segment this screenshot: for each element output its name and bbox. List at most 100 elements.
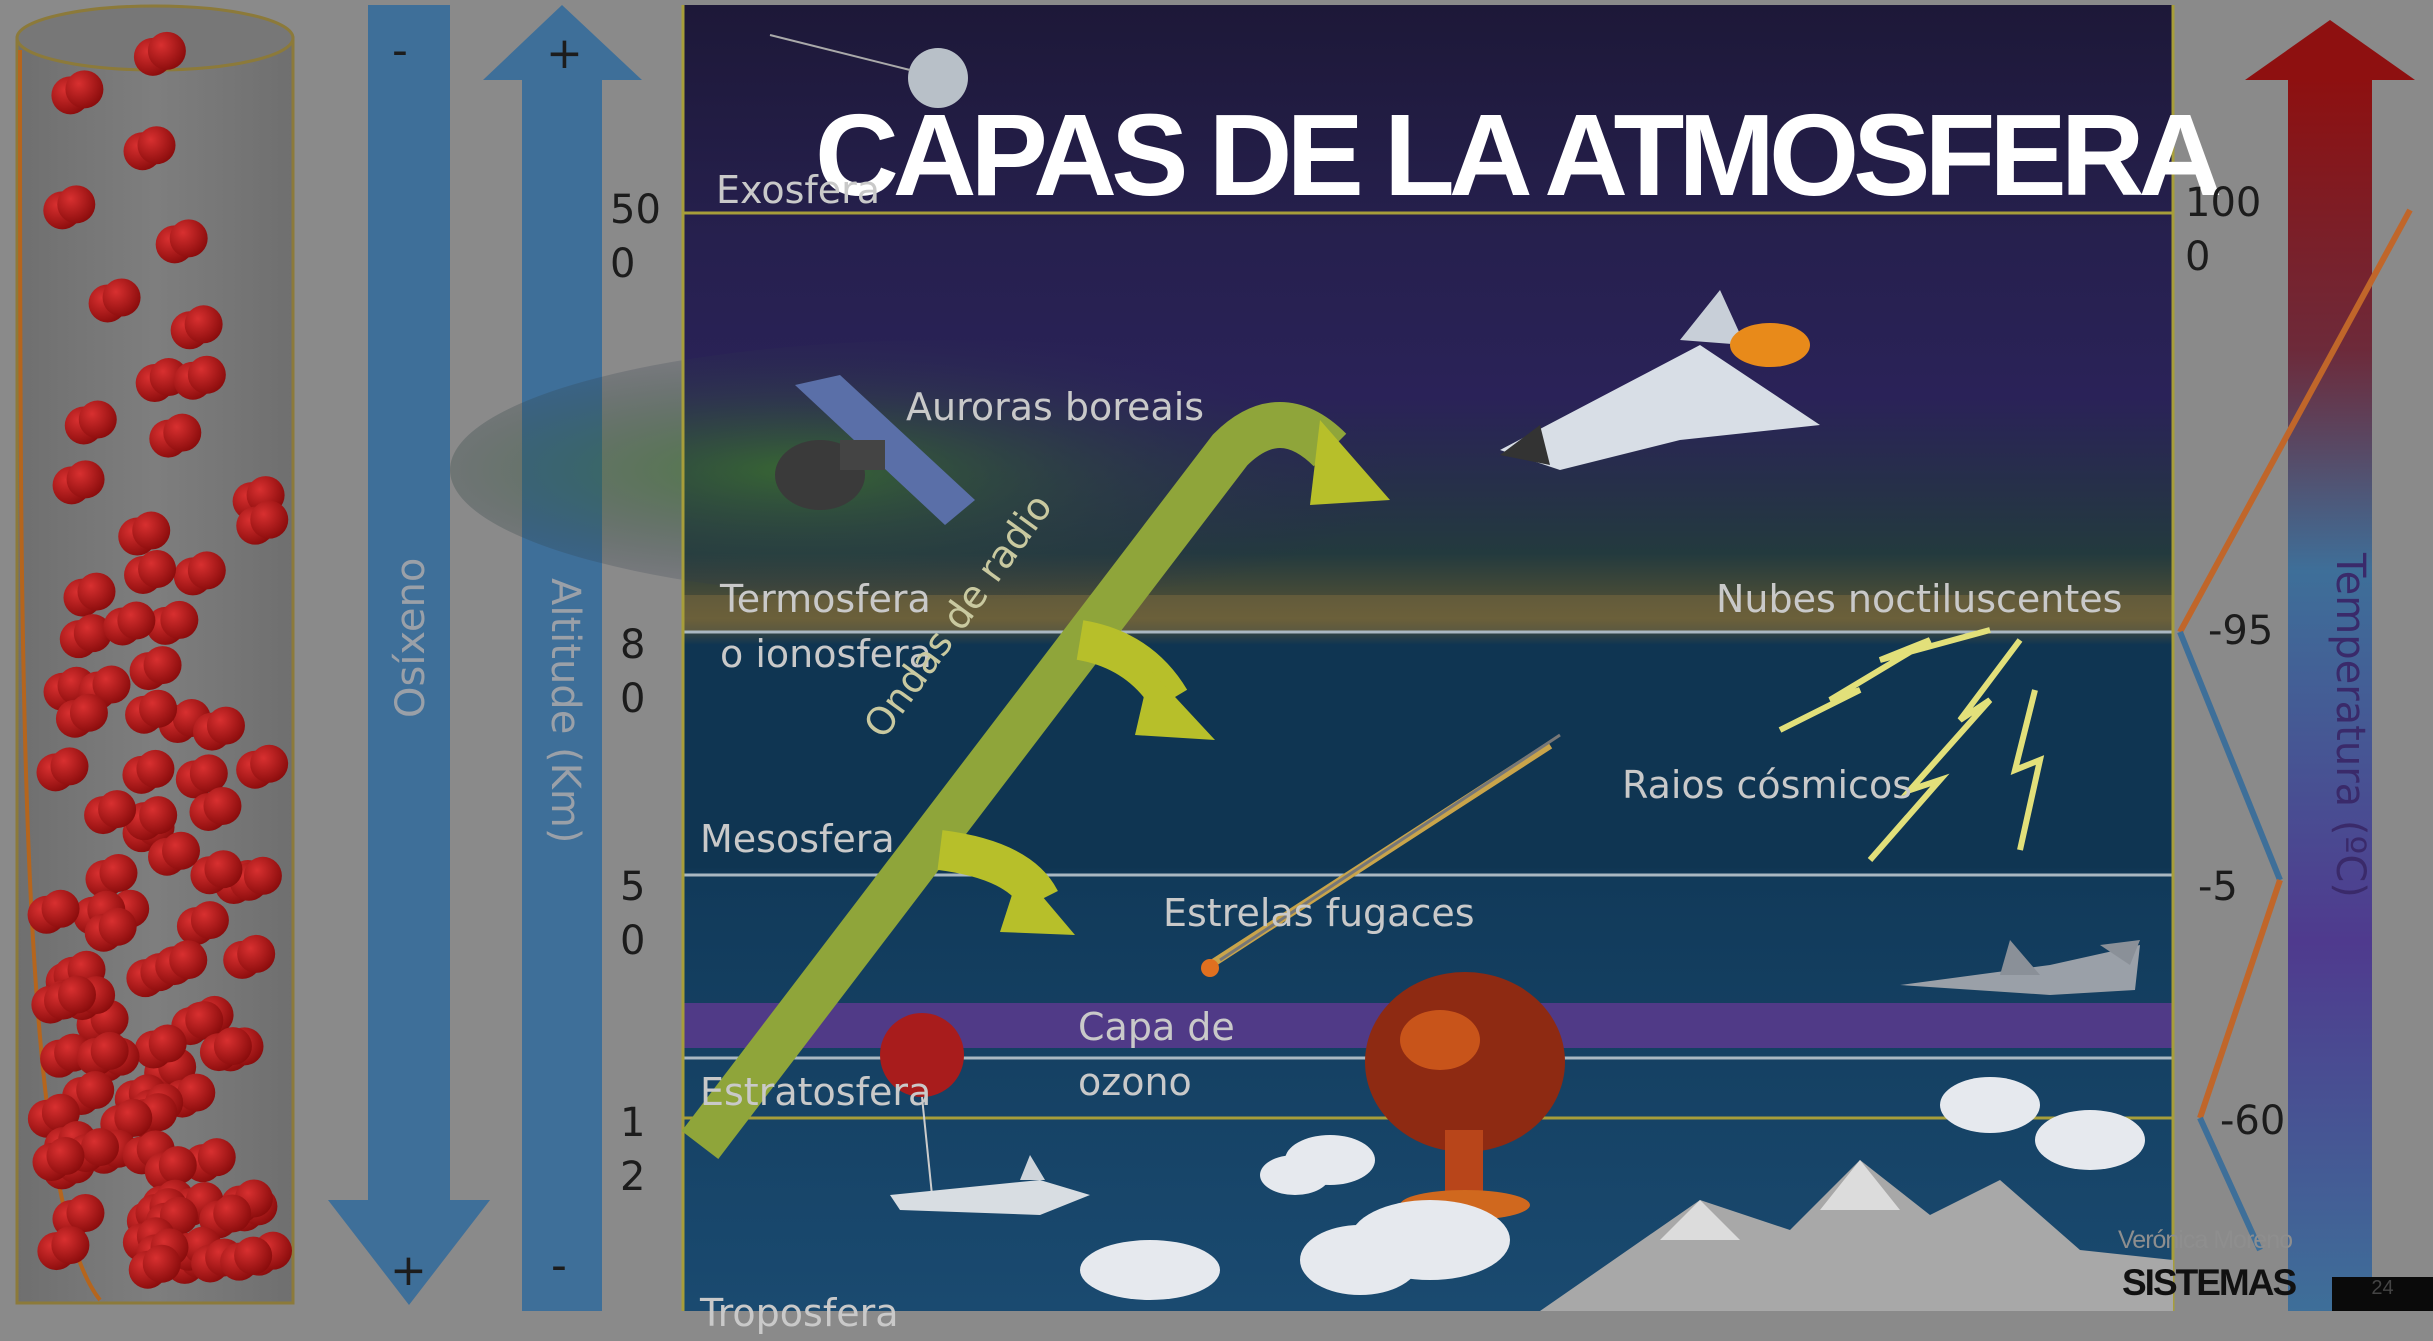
airplane-icon xyxy=(890,1155,1090,1215)
oxygen-molecule xyxy=(189,754,228,793)
oxygen-molecule xyxy=(65,70,104,109)
author-credit: Verónica Moreno xyxy=(2118,1226,2293,1254)
oxygen-molecule xyxy=(41,889,80,928)
oxygen-molecule xyxy=(187,551,226,590)
slide-title: CAPAS DE LA ATMOSFERA xyxy=(815,90,2222,220)
oxygen-molecule xyxy=(114,1098,153,1137)
layer-troposphere: Troposfera xyxy=(700,1291,899,1335)
oxygen-molecule xyxy=(213,1194,252,1233)
layer-exosphere: Exosfera xyxy=(716,168,881,212)
oxygen-molecule xyxy=(51,1226,90,1265)
oxygen-molecule xyxy=(57,185,96,224)
oxygen-molecule xyxy=(73,614,112,653)
oxygen-molecule xyxy=(69,693,108,732)
oxygen-molecule xyxy=(102,278,141,317)
oxygen-molecule xyxy=(139,796,178,835)
space-shuttle-icon xyxy=(1500,290,1820,470)
oxygen-molecule xyxy=(98,907,137,946)
oxygen-molecule xyxy=(161,831,200,870)
oxygen-molecule xyxy=(66,460,105,499)
oxygen-top-sign: - xyxy=(392,25,408,76)
clouds-icon xyxy=(1080,1077,2145,1300)
oxygen-molecule xyxy=(92,665,131,704)
satellite-icon xyxy=(769,34,968,108)
oxygen-molecule xyxy=(139,689,178,728)
page-number: 24 xyxy=(2332,1277,2433,1311)
oxygen-molecule xyxy=(163,413,202,452)
temperature-tick-minus60: -60 xyxy=(2220,1098,2286,1144)
oxygen-molecule xyxy=(204,850,243,889)
oxygen-molecule xyxy=(66,1193,105,1232)
temperature-arrow xyxy=(2177,20,2415,1311)
oxygen-molecule xyxy=(250,744,289,783)
oxygen-molecule xyxy=(169,219,208,258)
meteor-icon xyxy=(1201,733,1561,977)
oxygen-molecule xyxy=(99,853,138,892)
oxygen-molecule xyxy=(77,572,116,611)
oxygen-molecule xyxy=(137,126,176,165)
oxygen-molecule xyxy=(169,941,208,980)
oxygen-molecule xyxy=(117,601,156,640)
label-noctilucent-clouds: Nubes noctiluscentes xyxy=(1716,577,2123,621)
oxygen-molecule xyxy=(80,1128,119,1167)
layer-stratosphere: Estratosfera xyxy=(700,1070,932,1114)
mountains-icon xyxy=(1540,1160,2173,1311)
brand-label: SISTEMAS xyxy=(2122,1262,2297,1303)
oxygen-label: Osíxeno xyxy=(388,557,434,718)
oxygen-molecule xyxy=(98,790,137,829)
oxygen-molecule xyxy=(142,1244,181,1283)
jet-plane-icon xyxy=(1900,940,2140,995)
weather-balloon-icon xyxy=(880,1013,964,1196)
oxygen-molecule xyxy=(148,1024,187,1063)
oxygen-molecule xyxy=(78,400,117,439)
oxygen-molecule xyxy=(237,934,276,973)
temperature-tick-minus95: -95 xyxy=(2208,608,2274,654)
oxygen-molecule xyxy=(143,646,182,685)
atmosphere-diagram: CAPAS DE LA ATMOSFERA - + Osíxeno + - Al… xyxy=(15,4,2433,1335)
oxygen-molecule xyxy=(177,1073,216,1112)
oxygen-molecule xyxy=(90,1031,129,1070)
oxygen-molecule xyxy=(184,305,223,344)
oxygen-molecule xyxy=(50,747,89,786)
altitude-top-sign: + xyxy=(546,28,583,79)
oxygen-molecule xyxy=(57,975,96,1014)
oxygen-molecule xyxy=(203,786,242,825)
temperature-label: Temperatura (ºC) xyxy=(2327,553,2373,898)
label-cosmic-rays: Raios cósmicos xyxy=(1622,763,1912,807)
oxygen-molecule xyxy=(158,1146,197,1185)
layer-mesosphere: Mesosfera xyxy=(700,817,895,861)
satellite-dish-icon xyxy=(775,375,975,525)
oxygen-molecule xyxy=(185,1001,224,1040)
oxygen-molecule xyxy=(243,856,282,895)
oxygen-molecule xyxy=(206,706,245,745)
radio-waves-arrow xyxy=(681,402,1390,1159)
temperature-tick-minus5: -5 xyxy=(2198,864,2238,910)
label-shooting-stars: Estrelas fugaces xyxy=(1163,891,1475,935)
oxygen-molecule xyxy=(197,1138,236,1177)
oxygen-molecule xyxy=(46,1137,85,1176)
oxygen-molecules xyxy=(27,31,293,1289)
altitude-bottom-sign: - xyxy=(551,1240,567,1291)
oxygen-molecule xyxy=(136,749,175,788)
oxygen-molecule xyxy=(187,355,226,394)
oxygen-molecule xyxy=(76,1071,115,1110)
oxygen-molecule xyxy=(132,511,171,550)
label-auroras: Auroras boreais xyxy=(906,385,1205,429)
oxygen-molecule xyxy=(213,1027,252,1066)
altitude-label: Altitude (Km) xyxy=(542,578,588,844)
oxygen-molecule xyxy=(160,600,199,639)
oxygen-bottom-sign: + xyxy=(390,1245,427,1296)
oxygen-molecule xyxy=(250,500,289,539)
oxygen-molecule xyxy=(41,1093,80,1132)
oxygen-molecule xyxy=(147,31,186,70)
oxygen-molecule xyxy=(190,901,229,940)
altitude-arrow xyxy=(483,5,642,1311)
oxygen-arrow xyxy=(328,5,490,1305)
